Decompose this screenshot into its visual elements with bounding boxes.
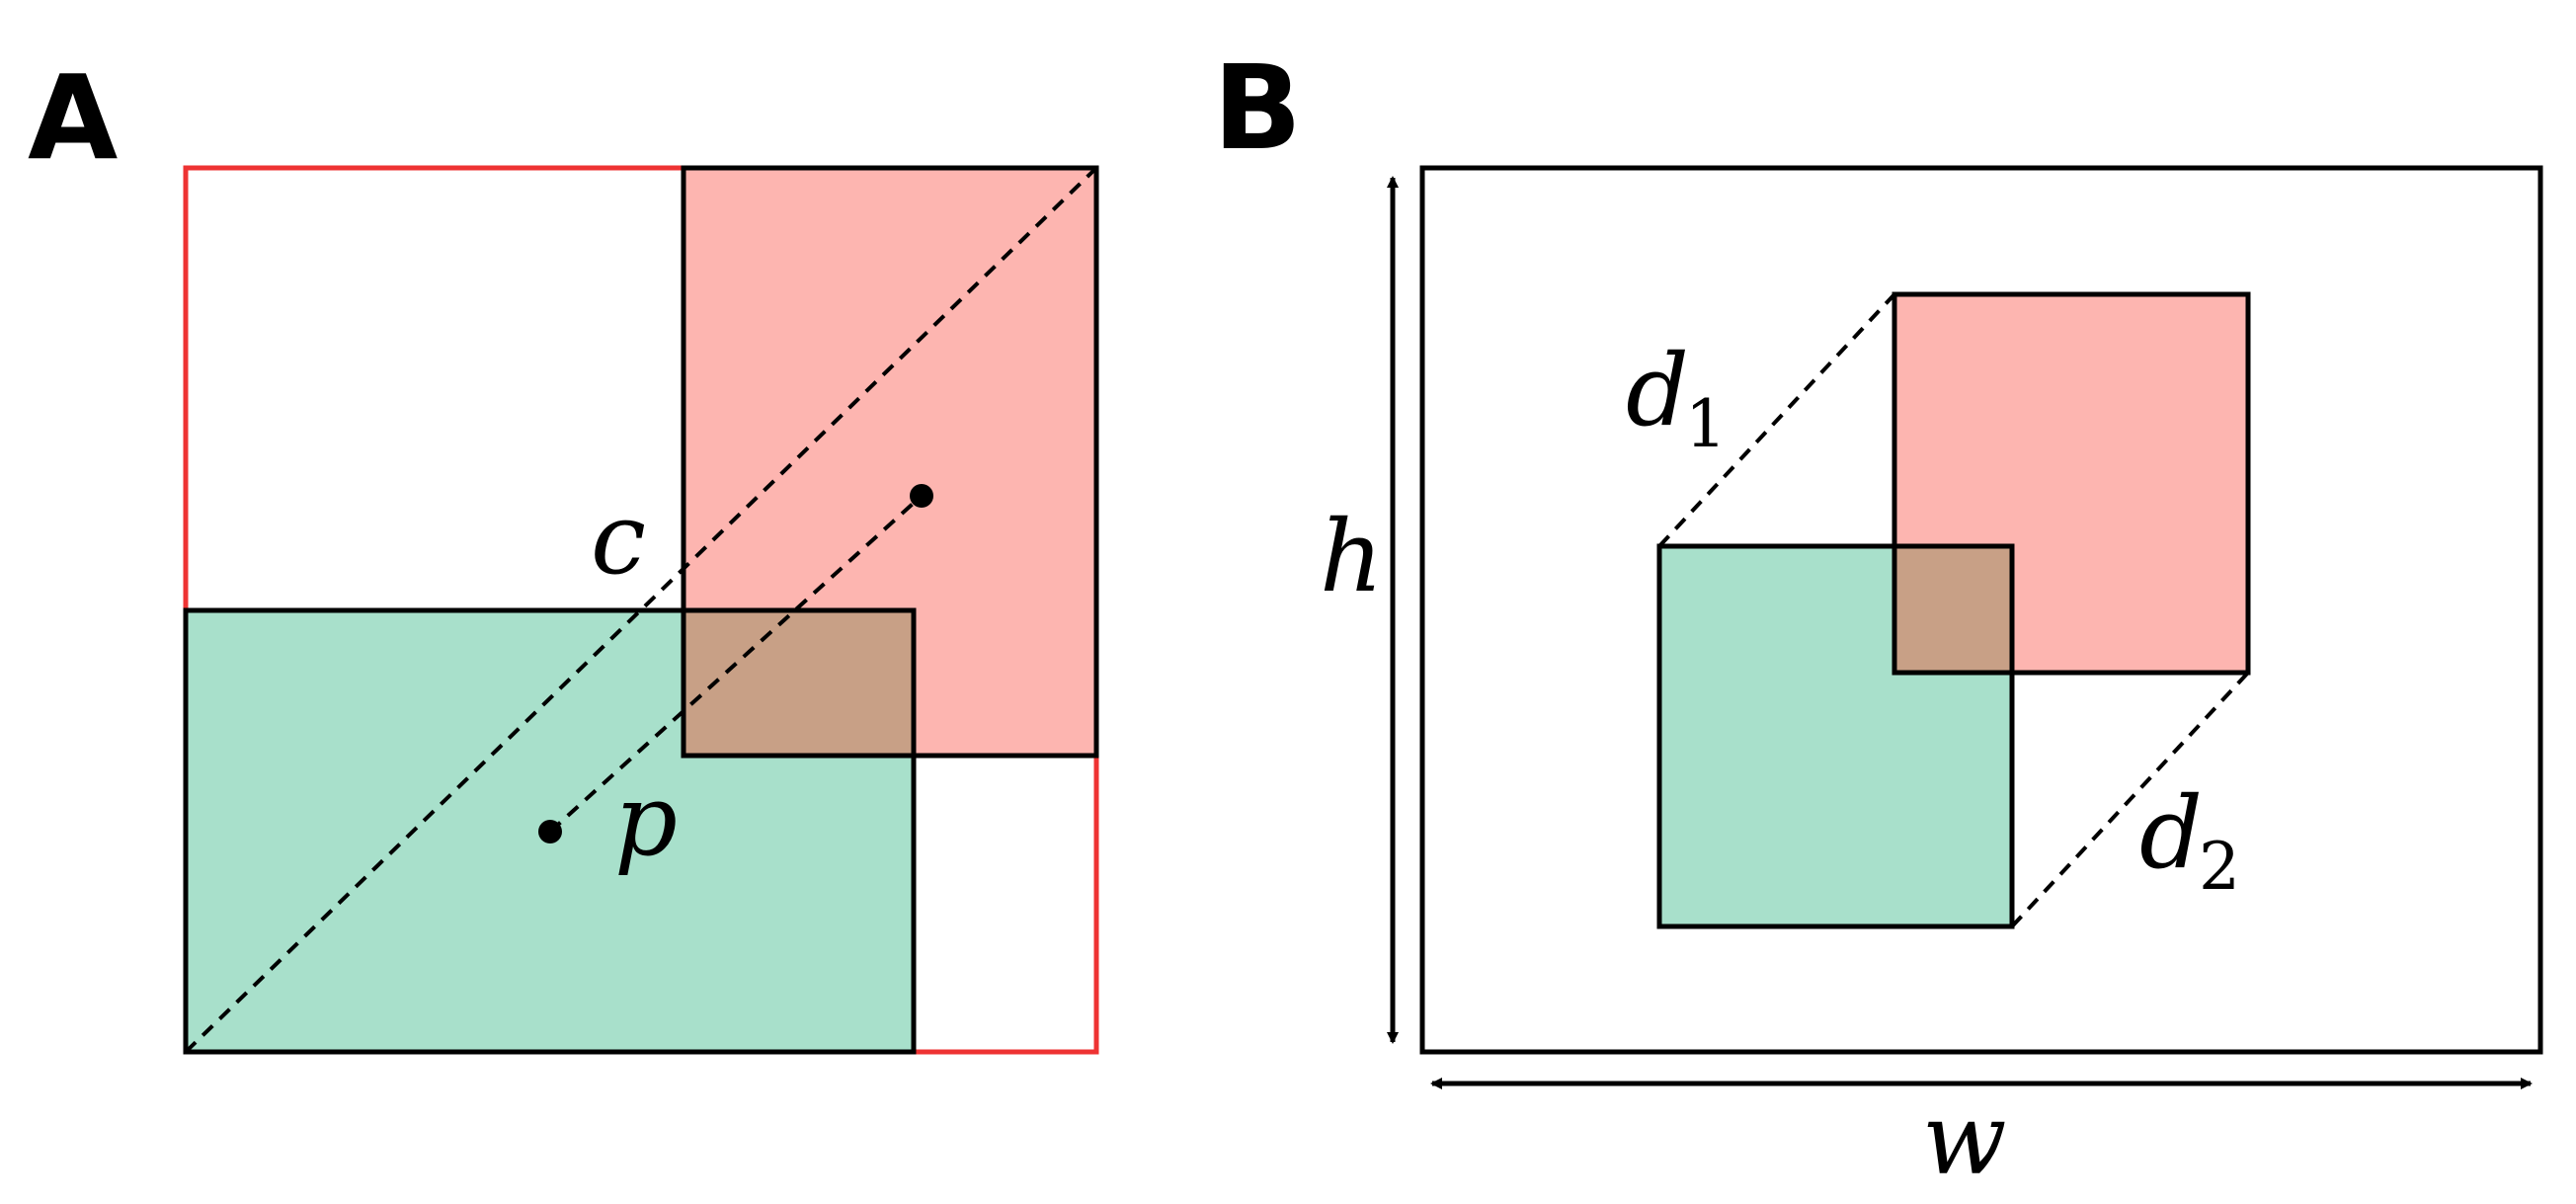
label-d2: d 2 <box>2139 775 2240 905</box>
red-box-outline <box>1892 291 2251 676</box>
label-c: c <box>591 481 646 597</box>
red-center-point <box>910 484 933 508</box>
label-p: p <box>614 763 678 878</box>
label-h: h <box>1320 499 1383 614</box>
label-d2-subscript: 2 <box>2199 829 2240 905</box>
panel-a-letter: A <box>28 49 118 186</box>
label-d2-letter: d <box>2139 775 2203 891</box>
label-w: w <box>1922 1082 2007 1197</box>
panel-b: B h w d 1 d 2 <box>1213 40 2543 1197</box>
red-box-outline <box>681 165 1099 759</box>
image-frame <box>1419 165 2543 1055</box>
green-center-point <box>538 820 562 843</box>
panel-b-letter: B <box>1213 40 1302 176</box>
overlap-region <box>684 610 914 756</box>
green-box-outline <box>1656 543 2015 929</box>
label-d1-subscript: 1 <box>1685 386 1727 462</box>
overlap-region <box>1894 546 2012 673</box>
green-box-outline <box>183 607 917 1055</box>
label-d1-letter: d <box>1626 333 1689 448</box>
bottom-right-distance-d2 <box>2010 671 2250 928</box>
label-d1: d 1 <box>1626 333 1727 462</box>
center-distance-p <box>548 494 924 834</box>
top-left-distance-d1 <box>1657 292 1896 548</box>
panel-a: A c p <box>28 49 1099 1055</box>
